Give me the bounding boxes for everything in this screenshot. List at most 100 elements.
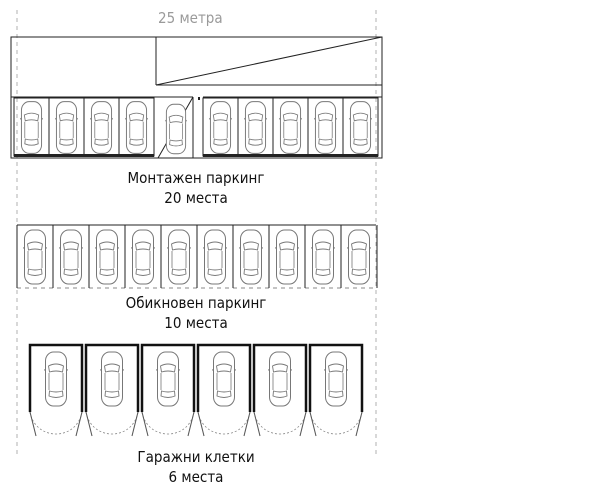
section-title-ordinary: Обикновен паркинг 10 места	[96, 293, 296, 333]
car-icon	[203, 229, 227, 285]
garage-walls	[28, 343, 84, 412]
garage-cell	[252, 343, 308, 437]
door-swing	[197, 411, 225, 435]
garage-cell	[140, 343, 196, 437]
ordinary-parking-bays	[16, 225, 378, 288]
door-leaf	[141, 411, 149, 437]
parking-bay	[239, 229, 263, 285]
mechanical-parking-plan	[10, 36, 383, 159]
door-leaf	[75, 411, 83, 437]
car-icon	[90, 101, 113, 154]
car-icon	[131, 229, 155, 285]
car-icon	[349, 101, 372, 154]
section-title-garages: Гаражни клетки 6 места	[96, 447, 296, 487]
section-count: 10 места	[164, 314, 228, 332]
section-name: Обикновен паркинг	[125, 294, 267, 312]
car-icon	[311, 229, 335, 285]
car-icon	[95, 229, 119, 285]
parking-bay	[95, 229, 119, 285]
garage-walls	[196, 343, 252, 412]
door-swing	[55, 411, 83, 435]
parking-bay	[83, 97, 120, 157]
door-leaf	[187, 411, 195, 437]
door-leaf	[243, 411, 251, 437]
car-icon	[165, 103, 187, 155]
parking-bay	[275, 229, 299, 285]
door-swing	[279, 411, 307, 435]
section-count: 20 места	[164, 189, 228, 207]
door-swing	[167, 411, 195, 435]
car-icon	[44, 351, 68, 407]
parking-bay	[48, 97, 85, 157]
car-icon	[59, 229, 83, 285]
parking-bay	[131, 229, 155, 285]
garage-cell	[196, 343, 252, 437]
door-leaf	[299, 411, 307, 437]
door-leaf	[253, 411, 261, 437]
parking-bay	[347, 229, 371, 285]
car-icon	[279, 101, 302, 154]
car-icon	[20, 101, 43, 154]
parking-bay	[307, 97, 344, 157]
garage-walls	[308, 343, 364, 412]
car-icon	[125, 101, 148, 154]
car-icon	[268, 351, 292, 407]
garage-cells	[28, 343, 364, 437]
door-swing	[111, 411, 139, 435]
door-leaf	[355, 411, 363, 437]
parking-bay	[311, 229, 335, 285]
door-leaf	[309, 411, 317, 437]
door-leaf	[85, 411, 93, 437]
door-swing	[253, 411, 281, 435]
garage-walls	[84, 343, 140, 412]
dimension-guides	[16, 10, 377, 455]
platform-base	[14, 154, 154, 157]
parking-bay	[165, 103, 187, 155]
car-icon	[314, 101, 337, 154]
parking-bay	[13, 97, 50, 157]
door-leaf	[29, 411, 37, 437]
car-icon	[156, 351, 180, 407]
garage-walls	[252, 343, 308, 412]
car-icon	[209, 101, 232, 154]
door-swing	[85, 411, 113, 435]
car-icon	[167, 229, 191, 285]
car-icon	[324, 351, 348, 407]
car-icon	[23, 229, 47, 285]
garage-cell	[28, 343, 84, 437]
car-icon	[244, 101, 267, 154]
parking-bay	[342, 97, 379, 157]
door-swing	[223, 411, 251, 435]
garage-walls	[140, 343, 196, 412]
door-swing	[309, 411, 337, 435]
door-swing	[29, 411, 57, 435]
parking-bay	[59, 229, 83, 285]
car-icon	[239, 229, 263, 285]
section-title-mechanical: Монтажен паркинг 20 места	[96, 168, 296, 208]
parking-bay	[203, 229, 227, 285]
platform-base	[203, 154, 378, 157]
car-icon	[55, 101, 78, 154]
section-name: Монтажен паркинг	[127, 169, 265, 187]
door-swing	[141, 411, 169, 435]
car-icon	[212, 351, 236, 407]
section-name: Гаражни клетки	[137, 448, 255, 466]
door-leaf	[131, 411, 139, 437]
garage-cell	[308, 343, 364, 437]
parking-bay	[237, 97, 274, 157]
parking-bay	[23, 229, 47, 285]
car-icon	[275, 229, 299, 285]
car-icon	[100, 351, 124, 407]
door-swing	[335, 411, 363, 435]
parking-bay	[167, 229, 191, 285]
mechanical-parking-bays	[13, 97, 379, 157]
door-leaf	[197, 411, 205, 437]
width-label: 25 метра	[158, 9, 223, 27]
parking-bay	[118, 97, 155, 157]
section-count: 6 места	[168, 468, 224, 486]
garage-cell	[84, 343, 140, 437]
car-icon	[347, 229, 371, 285]
parking-bay	[202, 97, 239, 157]
